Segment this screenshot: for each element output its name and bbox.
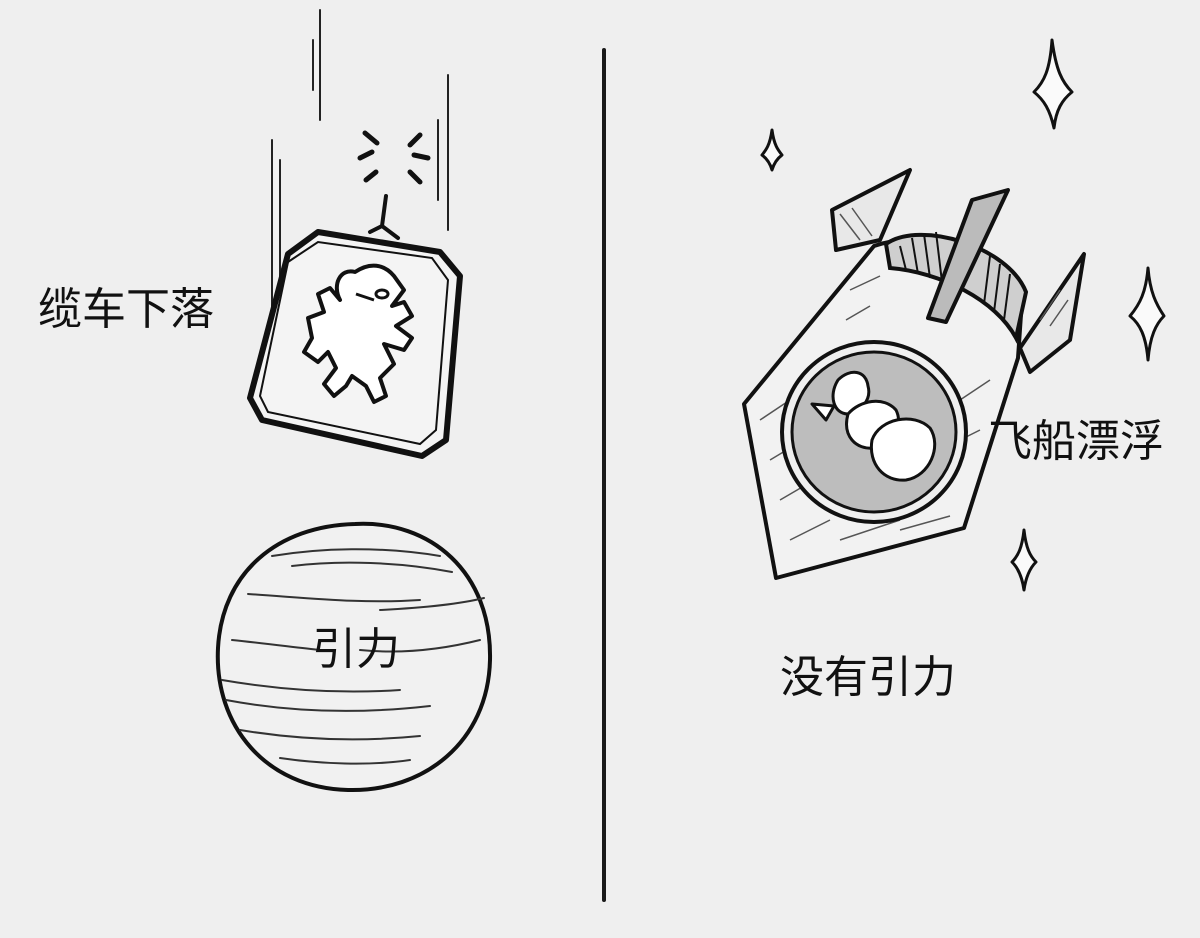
motion-lines — [271, 9, 449, 331]
no-gravity-label: 没有引力 — [780, 652, 956, 703]
cable-car — [247, 194, 463, 459]
shake-marks — [357, 130, 431, 185]
cable-car-label: 缆车下落 — [38, 284, 214, 335]
falling-person-icon — [302, 263, 414, 404]
planet — [215, 521, 493, 793]
astronaut-icon — [810, 370, 937, 482]
spaceship — [742, 168, 1086, 580]
gravity-label: 引力 — [312, 624, 400, 675]
sparkle-icons — [760, 38, 1166, 592]
spaceship-float-label: 飞船漂浮 — [988, 416, 1164, 467]
